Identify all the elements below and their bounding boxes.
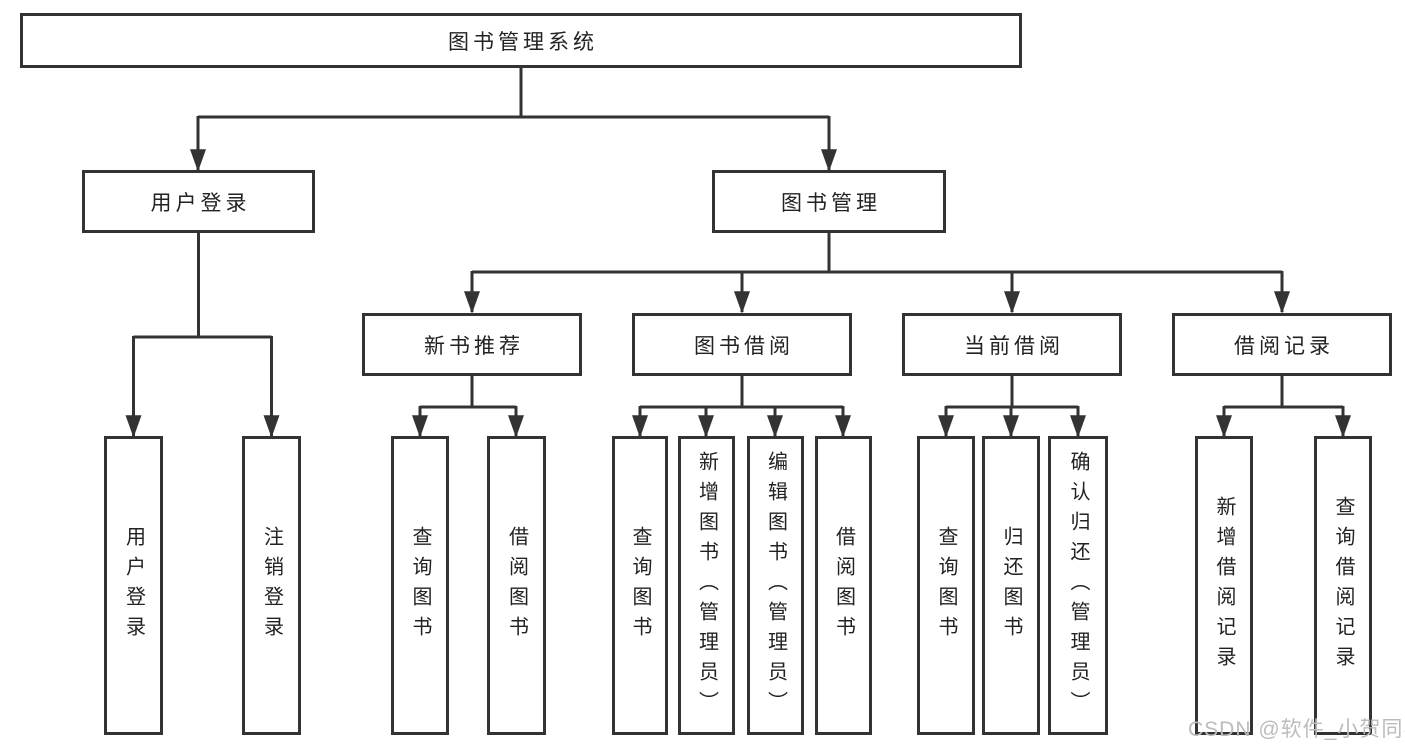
node-label: 借阅记录 <box>1234 334 1334 358</box>
leaf-borrow-books: 借阅图书 <box>487 436 546 735</box>
leaf-logout: 注销登录 <box>242 436 301 735</box>
leaf-label: 借阅图书 <box>505 525 528 646</box>
leaf-label: 新增借阅记录 <box>1213 495 1235 676</box>
node-user-login: 用户登录 <box>82 170 315 233</box>
leaf-edit-books-admin: 编辑图书（管理员） <box>747 436 804 735</box>
node-label: 新书推荐 <box>424 334 524 358</box>
leaf-label: 查询借阅记录 <box>1332 495 1354 676</box>
leaf-user-login: 用户登录 <box>104 436 163 735</box>
node-borrowing-records: 借阅记录 <box>1172 313 1392 376</box>
node-library-management-system: 图书管理系统 <box>20 13 1022 68</box>
node-label: 用户登录 <box>150 191 251 215</box>
node-book-management: 图书管理 <box>712 170 946 233</box>
leaf-label: 借阅图书 <box>832 525 855 646</box>
leaf-add-books-admin: 新增图书（管理员） <box>678 436 735 735</box>
leaf-query-books: 查询图书 <box>612 436 668 735</box>
leaf-return-books: 归还图书 <box>982 436 1040 735</box>
node-label: 图书管理 <box>781 191 881 215</box>
leaf-label: 归还图书 <box>1000 525 1022 646</box>
node-label: 当前借阅 <box>964 334 1064 358</box>
leaf-label: 编辑图书（管理员） <box>764 450 787 721</box>
leaf-label: 查询图书 <box>629 525 651 646</box>
node-label: 图书借阅 <box>694 334 794 358</box>
leaf-label: 新增图书（管理员） <box>695 450 718 721</box>
node-book-borrowing: 图书借阅 <box>632 313 852 376</box>
leaf-borrow-books: 借阅图书 <box>815 436 872 735</box>
leaf-confirm-return-admin: 确认归还（管理员） <box>1048 436 1108 735</box>
node-label: 图书管理系统 <box>448 30 598 54</box>
leaf-query-borrow-record: 查询借阅记录 <box>1314 436 1372 735</box>
leaf-label: 查询图书 <box>409 525 431 646</box>
leaf-add-borrow-record: 新增借阅记录 <box>1195 436 1253 735</box>
leaf-label: 用户登录 <box>122 525 145 646</box>
leaf-query-books: 查询图书 <box>917 436 975 735</box>
leaf-label: 注销登录 <box>260 525 283 646</box>
leaf-query-books: 查询图书 <box>391 436 449 735</box>
node-new-book-recommend: 新书推荐 <box>362 313 582 376</box>
node-current-borrowing: 当前借阅 <box>902 313 1122 376</box>
leaf-label: 确认归还（管理员） <box>1067 450 1089 721</box>
csdn-watermark: CSDN @软件_小贺同学 <box>1188 718 1405 741</box>
leaf-label: 查询图书 <box>935 525 957 646</box>
